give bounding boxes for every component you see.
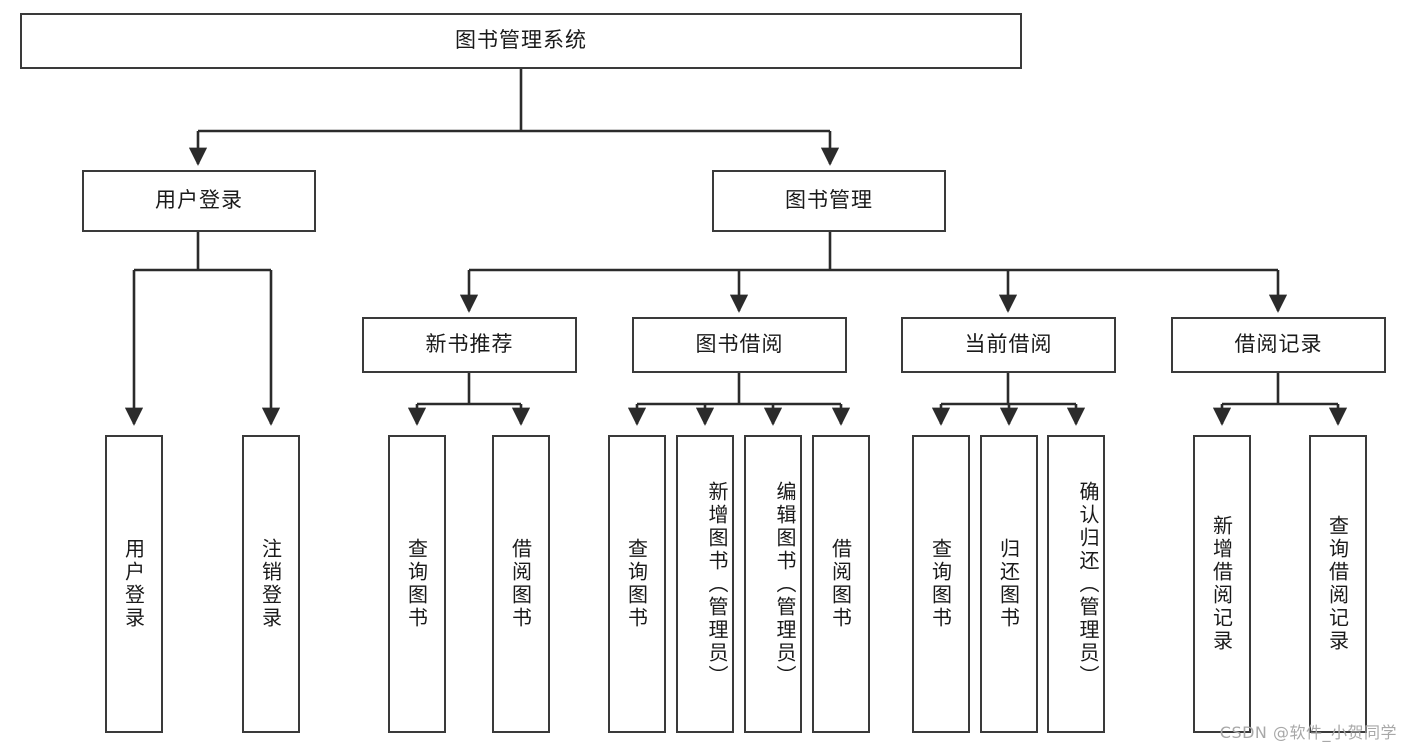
node-leaf-logout[interactable]: 注销登录 [242,435,300,733]
node-leaf-borrow-book-2-label: 借阅图书 [828,538,853,630]
node-leaf-edit-book-label: 编辑图书（管理员） [773,480,797,688]
node-leaf-logout-label: 注销登录 [258,538,283,630]
node-leaf-confirm-return-label: 确认归还（管理员） [1076,480,1100,688]
node-leaf-query-record[interactable]: 查询借阅记录 [1309,435,1367,733]
watermark: CSDN @软件_小贺同学 [1219,723,1397,742]
node-leaf-user-login-label: 用户登录 [121,538,146,630]
node-leaf-add-record[interactable]: 新增借阅记录 [1193,435,1251,733]
node-new-book-rec-label: 新书推荐 [425,332,514,357]
node-leaf-query-book-3-label: 查询图书 [928,538,953,630]
node-book-manage-label: 图书管理 [785,188,873,213]
node-leaf-add-book-label: 新增图书（管理员） [705,480,729,688]
node-current-borrow-label: 当前借阅 [964,332,1053,357]
node-leaf-return-book[interactable]: 归还图书 [980,435,1038,733]
node-user-login-label: 用户登录 [155,188,243,213]
node-leaf-query-record-label: 查询借阅记录 [1325,515,1350,653]
node-leaf-query-book-1-label: 查询图书 [404,538,429,630]
node-leaf-add-record-label: 新增借阅记录 [1209,515,1234,653]
node-new-book-rec[interactable]: 新书推荐 [362,317,577,373]
node-leaf-add-book[interactable]: 新增图书（管理员） [676,435,734,733]
node-book-borrow[interactable]: 图书借阅 [632,317,847,373]
node-book-borrow-label: 图书借阅 [695,332,784,357]
node-leaf-return-book-label: 归还图书 [996,538,1021,630]
node-leaf-borrow-book-1-label: 借阅图书 [508,538,533,630]
node-leaf-borrow-book-2[interactable]: 借阅图书 [812,435,870,733]
node-root-label: 图书管理系统 [455,28,587,53]
node-leaf-query-book-2-label: 查询图书 [624,538,649,630]
node-leaf-user-login[interactable]: 用户登录 [105,435,163,733]
node-borrow-record-label: 借阅记录 [1234,332,1323,357]
node-current-borrow[interactable]: 当前借阅 [901,317,1116,373]
node-leaf-query-book-3[interactable]: 查询图书 [912,435,970,733]
node-leaf-edit-book[interactable]: 编辑图书（管理员） [744,435,802,733]
node-book-manage[interactable]: 图书管理 [712,170,946,232]
node-leaf-borrow-book-1[interactable]: 借阅图书 [492,435,550,733]
node-borrow-record[interactable]: 借阅记录 [1171,317,1386,373]
node-root[interactable]: 图书管理系统 [20,13,1022,69]
node-leaf-query-book-2[interactable]: 查询图书 [608,435,666,733]
node-leaf-confirm-return[interactable]: 确认归还（管理员） [1047,435,1105,733]
node-leaf-query-book-1[interactable]: 查询图书 [388,435,446,733]
node-user-login[interactable]: 用户登录 [82,170,316,232]
